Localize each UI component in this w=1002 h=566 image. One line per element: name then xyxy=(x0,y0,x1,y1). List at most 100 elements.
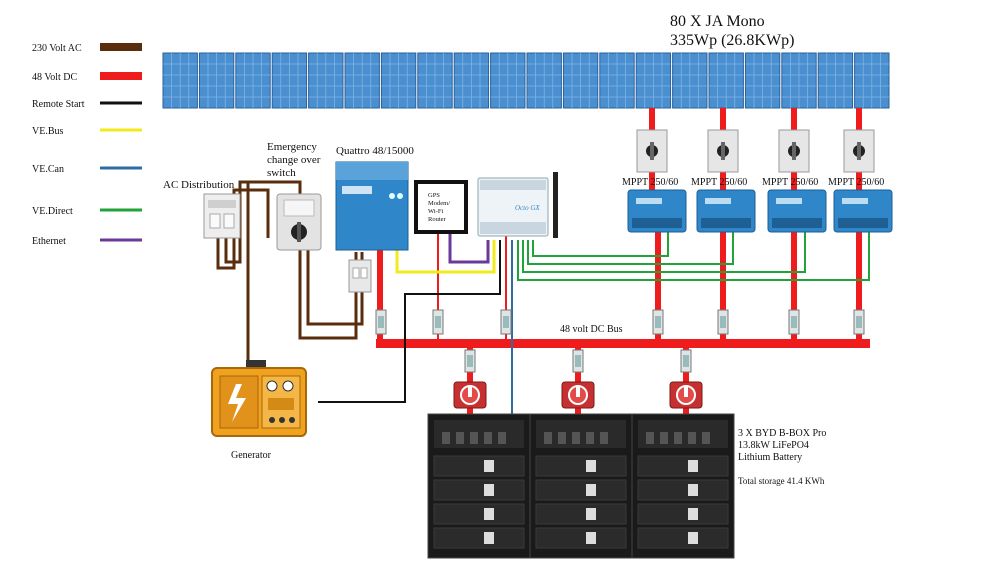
breaker-top xyxy=(208,200,236,208)
disconnect-marker xyxy=(576,387,580,397)
router-label-3: Wi-Fi xyxy=(428,208,443,215)
quattro-inverter: Quattro 48/15000 xyxy=(336,145,414,292)
control-dc-wiring xyxy=(438,232,506,343)
battery-label-2: 13.8kW LiFePO4 xyxy=(738,440,809,451)
mppt-terminals xyxy=(838,218,888,228)
solar-panel-row xyxy=(163,53,889,108)
isolator-handle xyxy=(650,142,654,160)
battery-module xyxy=(638,504,728,524)
mppt-logo xyxy=(842,198,868,204)
generator: Generator xyxy=(212,360,306,461)
socket-icon xyxy=(289,417,295,423)
fuse-element xyxy=(435,316,441,328)
isolator-handle xyxy=(857,142,861,160)
led-icon xyxy=(397,193,403,199)
legend: 230 Volt AC 48 Volt DC Remote StartVE.BusV… xyxy=(32,43,142,247)
terminal xyxy=(600,432,608,444)
vebus-wiring xyxy=(397,240,494,272)
terminal xyxy=(660,432,668,444)
mppt-label: MPPT 250/60 xyxy=(622,177,678,188)
fuse-element xyxy=(467,355,473,367)
battery-disconnects xyxy=(454,382,702,408)
fuse-element xyxy=(791,316,797,328)
router-label-1: GPS xyxy=(428,192,440,199)
module-switch xyxy=(688,532,698,544)
legend-label: Remote Start xyxy=(32,99,85,110)
module-switch xyxy=(688,508,698,520)
legend-swatch xyxy=(100,239,142,242)
legend-label: 230 Volt AC xyxy=(32,43,82,54)
changeover-label-2: change over xyxy=(267,154,321,166)
pv-isolators xyxy=(637,130,874,172)
disconnect-marker xyxy=(468,387,472,397)
terminal xyxy=(646,432,654,444)
battery-label-3: Lithium Battery xyxy=(738,452,802,463)
breaker-switch xyxy=(224,214,234,228)
battery-total-storage: Total storage 41.4 KWh xyxy=(738,476,825,486)
legend-label: 48 Volt DC xyxy=(32,72,78,83)
module-switch xyxy=(484,460,494,472)
gps-router: GPS Modem/ Wi-Fi Router xyxy=(416,182,466,232)
generator-grille xyxy=(268,398,294,410)
module-switch xyxy=(688,460,698,472)
terminal xyxy=(572,432,580,444)
legend-label: VE.Direct xyxy=(32,206,73,217)
module-switch xyxy=(586,484,596,496)
battery-module xyxy=(434,504,524,524)
battery-module xyxy=(638,528,728,548)
module-switch xyxy=(586,532,596,544)
knob-handle xyxy=(297,222,301,242)
mppt-terminals xyxy=(632,218,682,228)
fuse-element xyxy=(683,355,689,367)
router-label-2: Modem/ xyxy=(428,200,450,207)
battery-bank xyxy=(428,414,734,558)
module-switch xyxy=(688,484,698,496)
changeover-label-1: Emergency xyxy=(267,141,317,153)
dc-bus-bar xyxy=(376,339,870,348)
socket-icon xyxy=(269,417,275,423)
antenna-icon xyxy=(553,172,558,238)
router-box xyxy=(416,182,466,232)
mppt-logo xyxy=(776,198,802,204)
battery-module xyxy=(536,480,626,500)
terminal xyxy=(688,432,696,444)
battery-label-1: 3 X BYD B-BOX Pro xyxy=(738,428,826,439)
disconnect-marker xyxy=(684,387,688,397)
legend-swatch xyxy=(100,129,142,132)
terminal xyxy=(702,432,710,444)
solar-array: 80 X JA Mono 335Wp (26.8KWp) xyxy=(163,13,889,108)
module-switch xyxy=(484,532,494,544)
fuse-element xyxy=(856,316,862,328)
fuse-element xyxy=(720,316,726,328)
octo-terminals-bottom xyxy=(480,222,546,234)
octo-label: Octo GX xyxy=(515,204,540,212)
legend-label: VE.Bus xyxy=(32,126,64,137)
gauge-icon xyxy=(267,381,277,391)
module-switch xyxy=(586,460,596,472)
router-label-4: Router xyxy=(428,216,447,223)
octo-terminals xyxy=(480,180,546,190)
legend-swatch xyxy=(100,102,142,105)
fuse-element xyxy=(655,316,661,328)
module-switch xyxy=(484,508,494,520)
legend-swatch xyxy=(100,72,142,80)
isolator-handle xyxy=(721,142,725,160)
battery-module xyxy=(536,528,626,548)
socket-icon xyxy=(279,417,285,423)
terminal xyxy=(586,432,594,444)
battery-module xyxy=(638,480,728,500)
quattro-ac-fuse xyxy=(349,260,371,292)
dc-bus-label: 48 volt DC Bus xyxy=(560,324,623,335)
legend-label: VE.Can xyxy=(32,164,64,175)
battery-module xyxy=(536,504,626,524)
breaker-switch xyxy=(210,214,220,228)
ac-distribution-label: AC Distribution xyxy=(163,179,235,191)
battery-module xyxy=(638,456,728,476)
legend-label: Ethernet xyxy=(32,236,66,247)
fuse-element xyxy=(503,316,509,328)
mppt-logo xyxy=(636,198,662,204)
battery-module xyxy=(434,456,524,476)
changeover-switch: Emergency change over switch xyxy=(267,141,321,250)
